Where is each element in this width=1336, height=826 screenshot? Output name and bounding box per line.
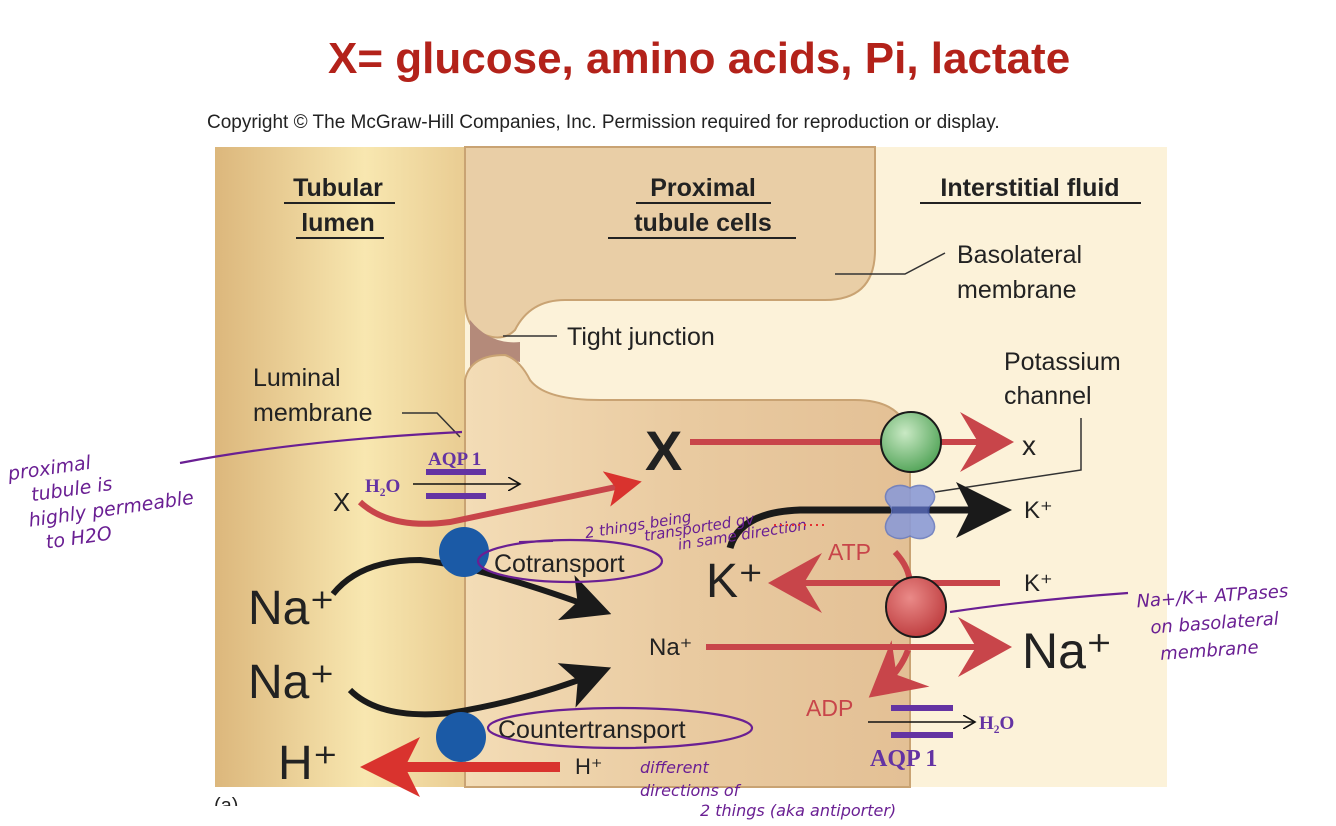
potassium-channel-label-2: channel [1004,382,1092,410]
cells-heading-1: Proximal [650,174,756,202]
aqp1-right-label: AQP 1 [870,746,937,772]
aqp1-right-channel-top [891,705,953,711]
lumen-heading-2: lumen [301,209,375,237]
potassium-channel-label-1: Potassium [1004,348,1121,376]
antiporter-note-line-3: 2 things (aka antiporter) [700,801,896,820]
copyright-notice: Copyright © The McGraw-Hill Companies, I… [207,112,1000,133]
antiporter-note-line-2: directions of [640,781,742,800]
na-lumen-label-1: Na⁺ [248,582,335,635]
adp-label: ADP [806,695,853,721]
k-pump-in-label: K⁺ [1024,570,1053,597]
countertransport-label: Countertransport [498,716,686,744]
aqp1-left-label: AQP 1 [428,449,481,470]
pump-note-line-2: on basolateral [1150,609,1280,639]
countertransporter-protein [436,712,486,762]
countertransport-circle-annotation [486,706,754,750]
x-cotransport-arrow [357,471,642,527]
atp-label: ATP [828,539,871,565]
pump-note-line-3: membrane [1160,637,1260,665]
panel-label: (a) [214,795,238,817]
cells-heading-2: tubule cells [634,209,772,237]
annotation-line-pump [949,591,1129,614]
lumen-heading-1: Tubular [293,174,383,202]
tubular-lumen-region [215,147,465,787]
antiporter-note-line-1: different [640,758,710,777]
h-lumen-label: H⁺ [278,737,338,790]
luminal-label-1: Luminal [253,364,341,392]
x-cell-label: X [645,419,682,482]
tight-junction-label: Tight junction [567,323,715,351]
aqp1-right-channel-bottom [891,732,953,738]
na-countertransport-arrow [347,663,612,718]
x-carrier-green [880,411,942,473]
h2o-left-label: H₂O [365,476,400,497]
basolateral-label-2: membrane [957,276,1077,304]
aqp1-left-channel-top [426,469,486,475]
x-interstitial-label: x [1022,430,1036,461]
na-out-label: Na⁺ [1022,623,1112,679]
interstitial-heading: Interstitial fluid [940,174,1119,202]
h2o-right-label: H₂O [979,713,1014,734]
annotation-line-left [179,430,463,465]
luminal-label-2: membrane [253,399,373,427]
k-channel-arrow [726,482,1012,550]
basolateral-label-1: Basolateral [957,241,1082,269]
na-k-atpase-pump [885,576,947,638]
cotransporter-protein [439,527,489,577]
na-cotransport-arrow [330,556,612,621]
na-cell-label: Na⁺ [649,634,692,661]
k-out-label: K⁺ [1024,497,1053,524]
h-cell-label: H⁺ [575,754,603,779]
k-cell-label: K⁺ [706,555,763,608]
na-lumen-label-2: Na⁺ [248,656,335,709]
aqp1-left-channel-bottom [426,493,486,499]
x-lumen-label: X [333,487,350,517]
cotransport-label: Cotransport [494,550,625,578]
page-title: X= glucose, amino acids, Pi, lactate [328,34,1071,83]
